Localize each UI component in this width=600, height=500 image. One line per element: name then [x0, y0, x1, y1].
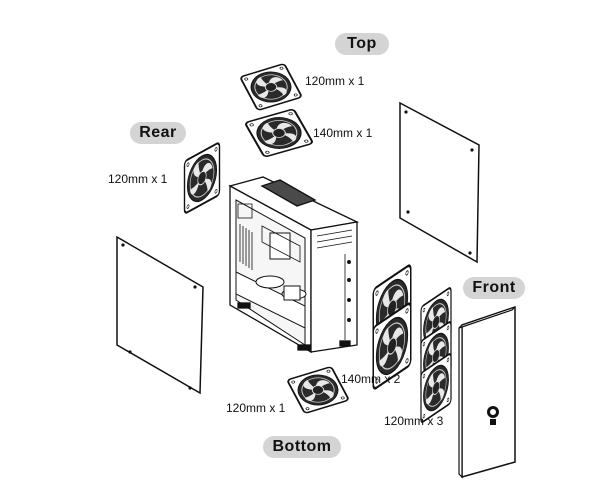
left-side-panel — [116, 235, 204, 395]
top-fan-140-label: 140mm x 1 — [313, 126, 373, 140]
top-label: Top — [335, 33, 389, 55]
rear-label: Rear — [130, 122, 186, 144]
bottom-fan-120-label: 120mm x 1 — [226, 401, 286, 415]
bottom-fan-120 — [286, 365, 350, 415]
front-panel-logo — [487, 406, 499, 425]
rear-fan-120-label: 120mm x 1 — [108, 172, 168, 186]
rear-fan-120 — [183, 141, 221, 215]
front-fan-120-label: 120mm x 3 — [384, 414, 444, 428]
top-fan-120 — [239, 62, 303, 112]
case-chassis — [228, 176, 360, 354]
top-fan-140 — [243, 107, 315, 159]
front-panel — [458, 305, 516, 479]
bottom-label: Bottom — [263, 436, 341, 458]
front-fan-140-label: 140mm x 2 — [341, 372, 401, 386]
front-label: Front — [463, 277, 525, 299]
top-fan-120-label: 120mm x 1 — [305, 74, 365, 88]
right-side-panel — [399, 101, 480, 264]
